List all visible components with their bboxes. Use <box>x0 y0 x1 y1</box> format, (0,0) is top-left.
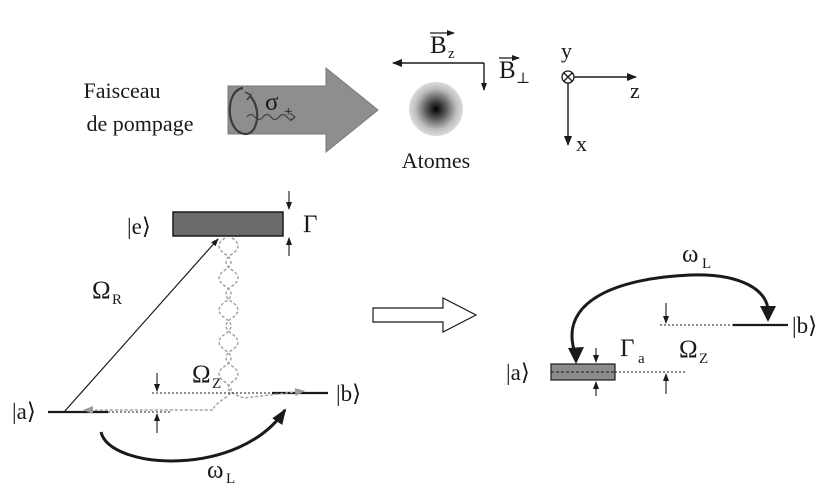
gamma-label: Γ <box>303 211 317 238</box>
pump-label-line1: Faisceau <box>84 78 161 103</box>
eff-omega-z-sub: Z <box>699 351 708 367</box>
level-e-bar <box>172 211 284 237</box>
omega-z-label: Ω <box>192 361 211 388</box>
eff-omega-l-arc <box>570 273 770 357</box>
eff-omega-l-arrowhead-left <box>568 347 584 364</box>
bperp-label: B <box>499 57 516 84</box>
omega-l-arc <box>99 408 287 463</box>
axis-y-out-icon <box>561 70 575 84</box>
omega-r-label: Ω <box>92 277 111 304</box>
bz-label-sub: z <box>448 46 455 62</box>
bperp-label-sub: ⊥ <box>516 71 530 87</box>
atom-cloud <box>409 82 463 136</box>
pump-beam-arrow <box>227 66 379 154</box>
pump-label-line2: de pompage <box>87 111 194 136</box>
omega-z-sub: Z <box>212 376 221 392</box>
decay-to-b <box>225 237 305 399</box>
level-a-label: |a⟩ <box>12 399 36 424</box>
eff-omega-l-sub: L <box>702 256 711 272</box>
eff-omega-l-label: ω <box>682 241 698 268</box>
gamma-a-label: Γ <box>620 335 634 362</box>
transform-arrow <box>372 297 478 333</box>
eff-omega-z-label: Ω <box>679 336 698 363</box>
eff-omega-l-arrowhead-right <box>760 306 776 322</box>
bz-label: B <box>430 32 447 59</box>
polarization-sigma: σ <box>265 89 279 116</box>
axis-z-label: z <box>630 78 640 103</box>
level-e-label: |e⟩ <box>127 214 151 239</box>
omega-l-label: ω <box>207 457 223 483</box>
atoms-label: Atomes <box>402 148 470 173</box>
eff-level-a-label: |a⟩ <box>506 360 530 385</box>
axis-y-label: y <box>561 38 572 63</box>
polarization-sigma-sub: + <box>284 104 292 120</box>
eff-level-b-label: |b⟩ <box>792 313 816 338</box>
photon-wave-icon <box>246 112 296 122</box>
omega-r-arrow <box>63 238 219 413</box>
gamma-a-sub: a <box>638 351 645 367</box>
level-b-label: |b⟩ <box>336 381 361 406</box>
axis-x-label: x <box>576 131 587 156</box>
omega-r-sub: R <box>112 292 122 308</box>
omega-l-sub: L <box>226 471 235 483</box>
polarization-rotation-icon <box>228 86 259 136</box>
